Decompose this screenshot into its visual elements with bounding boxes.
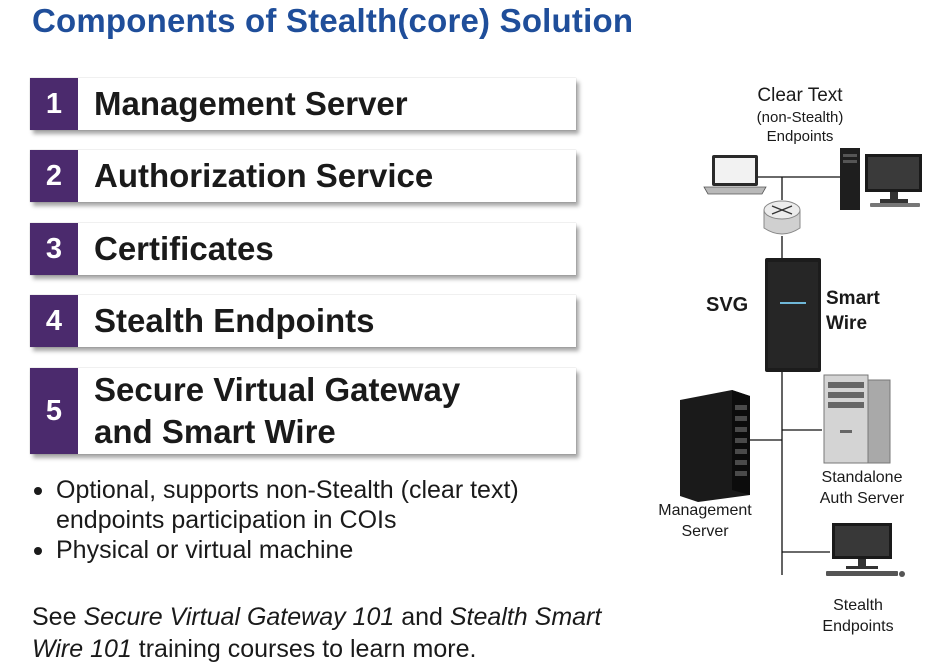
clear-text-label: Clear Text: [740, 85, 860, 106]
component-label: Secure Virtual Gateway and Smart Wire: [78, 368, 576, 454]
bullet-text: Physical or virtual machine: [56, 536, 354, 564]
component-number: 1: [30, 78, 78, 130]
label-line: Auth Server: [819, 490, 905, 507]
course-name: Stealth Smart Wire 101: [32, 603, 602, 663]
bullet-text: Optional, supports non-Stealth (clear te…: [56, 476, 519, 504]
see-more-mid: and: [394, 603, 450, 631]
bullet-list: Optional, supports non-Stealth (clear te…: [32, 475, 612, 565]
label-line: Smart: [826, 288, 880, 309]
laptop-icon: [703, 155, 767, 195]
component-item-5: 5 Secure Virtual Gateway and Smart Wire: [30, 368, 576, 454]
see-more-post: training courses to learn more.: [131, 635, 477, 663]
component-number: 4: [30, 295, 78, 347]
management-server-label: Management Server: [650, 500, 760, 542]
connection-lines: [735, 176, 845, 575]
label-line: Endpoints: [766, 128, 834, 145]
component-item-3: 3 Certificates: [30, 223, 576, 275]
component-label: Authorization Service: [94, 157, 434, 194]
label-line: (non-Stealth): [756, 109, 844, 126]
label-line: Endpoints: [822, 618, 894, 635]
clear-text-sublabel: (non-Stealth) Endpoints: [740, 108, 860, 146]
component-label: Certificates: [94, 230, 274, 267]
network-diagram: [680, 148, 922, 577]
component-item-1: 1 Management Server: [30, 78, 576, 130]
component-item-4: 4 Stealth Endpoints: [30, 295, 576, 347]
component-number: 2: [30, 150, 78, 202]
desktop-tower-icon: [840, 148, 860, 210]
page-title: Components of Stealth(core) Solution: [32, 2, 634, 39]
component-label-line: Secure Virtual Gateway: [94, 371, 461, 408]
bullet-text: endpoints participation in COIs: [56, 506, 397, 534]
tower-server-icon: [823, 374, 891, 464]
component-number: 5: [30, 368, 78, 454]
label-line: Stealth: [833, 597, 883, 614]
stealth-endpoints-label: Stealth Endpoints: [808, 595, 908, 637]
router-icon: [763, 200, 801, 235]
monitor-icon: [865, 154, 922, 207]
component-item-2: 2 Authorization Service: [30, 150, 576, 202]
label-line: Clear Text: [757, 85, 843, 106]
svg-label: SVG: [706, 294, 749, 316]
label-line: Server: [681, 523, 729, 540]
see-more-pre: See: [32, 603, 84, 631]
auth-server-label: Standalone Auth Server: [806, 467, 918, 509]
component-label: Stealth Endpoints: [94, 302, 375, 339]
bullet-item: Optional, supports non-Stealth (clear te…: [32, 475, 612, 535]
component-label-line: and Smart Wire: [94, 413, 336, 450]
stealth-desktop-icon: [826, 523, 905, 577]
gateway-tower-icon: [765, 258, 821, 372]
bullet-item: Physical or virtual machine: [32, 535, 612, 565]
smart-wire-label: Smart Wire: [826, 286, 880, 336]
course-name: Secure Virtual Gateway 101: [83, 603, 395, 631]
label-line: Wire: [826, 313, 868, 334]
see-more-text: See Secure Virtual Gateway 101 and Steal…: [32, 601, 652, 665]
rack-server-icon: [680, 390, 750, 502]
component-number: 3: [30, 223, 78, 275]
label-line: Standalone: [821, 469, 903, 486]
label-line: Management: [658, 502, 752, 519]
component-label: Management Server: [94, 85, 408, 122]
